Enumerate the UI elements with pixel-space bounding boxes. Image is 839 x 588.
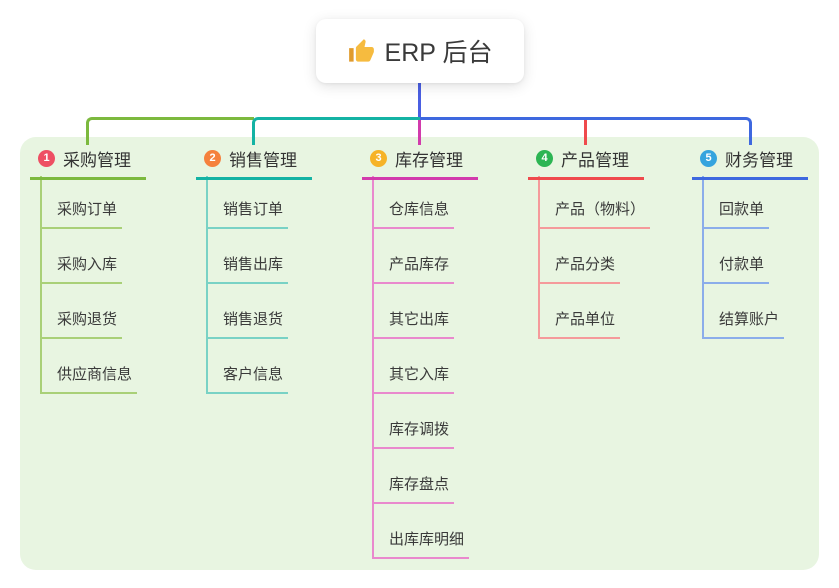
branch-title-5[interactable]: 5 财务管理 [692, 146, 808, 180]
child-node[interactable]: 采购入库 [40, 257, 123, 284]
root-node[interactable]: ERP 后台 [316, 19, 524, 83]
child-node[interactable]: 其它入库 [372, 367, 455, 394]
branch-title-label: 财务管理 [725, 151, 793, 170]
child-node[interactable]: 库存调拨 [372, 422, 455, 449]
branch-title-label: 采购管理 [63, 151, 131, 170]
branch-number-badge: 5 [700, 150, 717, 167]
branch-vline-2 [206, 176, 208, 394]
branch-title-label: 产品管理 [561, 151, 629, 170]
child-node[interactable]: 产品单位 [538, 312, 621, 339]
branch-vline-4 [538, 176, 540, 339]
child-node[interactable]: 其它出库 [372, 312, 455, 339]
connector-root [418, 83, 421, 118]
child-node[interactable]: 销售订单 [206, 202, 289, 229]
branch-title-3[interactable]: 3 库存管理 [362, 146, 478, 180]
connector-branch-3 [418, 120, 421, 145]
branch-vline-5 [702, 176, 704, 339]
branches-panel [20, 137, 819, 570]
branch-title-1[interactable]: 1 采购管理 [30, 146, 146, 180]
branch-number-badge: 1 [38, 150, 55, 167]
child-node[interactable]: 结算账户 [702, 312, 785, 339]
thumbs-up-icon [348, 38, 375, 65]
branch-title-2[interactable]: 2 销售管理 [196, 146, 312, 180]
branch-number-badge: 3 [370, 150, 387, 167]
child-node[interactable]: 产品分类 [538, 257, 621, 284]
branch-number-badge: 4 [536, 150, 553, 167]
connector-branch-1 [86, 117, 254, 145]
child-node[interactable]: 出库库明细 [372, 532, 470, 559]
child-node[interactable]: 仓库信息 [372, 202, 455, 229]
child-node[interactable]: 销售出库 [206, 257, 289, 284]
child-node[interactable]: 产品（物料） [538, 202, 651, 229]
connector-branch-5 [420, 117, 752, 145]
branch-title-label: 销售管理 [229, 151, 297, 170]
branch-vline-3 [372, 176, 374, 559]
root-node-label: ERP 后台 [384, 39, 493, 67]
child-node[interactable]: 回款单 [702, 202, 770, 229]
child-node[interactable]: 库存盘点 [372, 477, 455, 504]
child-node[interactable]: 产品库存 [372, 257, 455, 284]
child-node[interactable]: 供应商信息 [40, 367, 138, 394]
branch-title-label: 库存管理 [395, 151, 463, 170]
child-node[interactable]: 采购退货 [40, 312, 123, 339]
branch-vline-1 [40, 176, 42, 394]
connector-branch-2 [252, 117, 420, 145]
child-node[interactable]: 付款单 [702, 257, 770, 284]
child-node[interactable]: 采购订单 [40, 202, 123, 229]
child-node[interactable]: 客户信息 [206, 367, 289, 394]
connector-branch-4 [584, 120, 587, 145]
branch-number-badge: 2 [204, 150, 221, 167]
child-node[interactable]: 销售退货 [206, 312, 289, 339]
branch-title-4[interactable]: 4 产品管理 [528, 146, 644, 180]
